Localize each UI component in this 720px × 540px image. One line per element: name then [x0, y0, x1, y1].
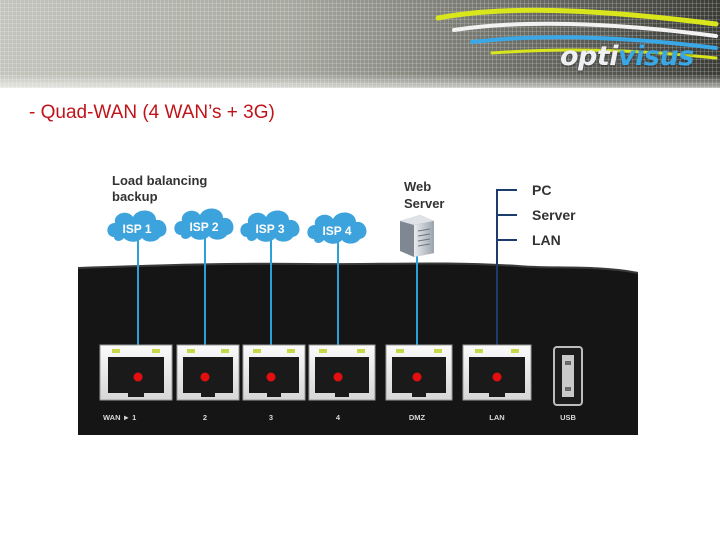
pc-label: PC: [532, 182, 551, 198]
cloud-icon: [174, 208, 234, 240]
isp4-cloud: ISP 4: [307, 212, 367, 244]
web-label: Web: [404, 179, 431, 194]
backup-label: backup: [112, 189, 158, 204]
router-top-edge: [78, 262, 638, 274]
logo-swooshes-icon: [435, 7, 719, 60]
wan2-port: [176, 344, 240, 401]
port2-label: 2: [203, 413, 207, 422]
logo-text-part2: visus: [618, 41, 694, 72]
lan-server-label: Server: [532, 207, 576, 223]
isp1-cloud: ISP 1: [107, 210, 167, 242]
usb-port: [553, 346, 583, 406]
lan-device-label: LAN: [532, 232, 561, 248]
isp3-cloud: ISP 3: [240, 210, 300, 242]
cloud-icon: [107, 210, 167, 242]
isp4-label: ISP 4: [322, 224, 351, 238]
usb-port-label: USB: [560, 413, 576, 422]
dmz-port: [385, 344, 453, 401]
cloud-icon: [240, 210, 300, 242]
banner-shade: [0, 74, 720, 88]
load-balancing-label: Load balancing: [112, 173, 207, 188]
isp3-label: ISP 3: [255, 222, 284, 236]
dmz-port-label: DMZ: [409, 413, 426, 422]
slide-bullet-text: - Quad-WAN (4 WAN’s + 3G): [29, 102, 275, 123]
wan1-port: [99, 344, 173, 401]
header-banner: optivisus: [0, 0, 720, 88]
port4-label: 4: [336, 413, 341, 422]
wan4-port: [308, 344, 376, 401]
server-label: Server: [404, 196, 444, 211]
port3-label: 3: [269, 413, 273, 422]
lan-port-label: LAN: [489, 413, 504, 422]
logo-text-part1: opti: [560, 41, 619, 72]
cloud-icon: [307, 212, 367, 244]
isp2-label: ISP 2: [189, 220, 218, 234]
lan-port: [462, 344, 532, 401]
web-server-icon: [400, 215, 434, 257]
optivisus-logo: optivisus: [560, 40, 694, 74]
wan-port-label: WAN ► 1: [103, 413, 136, 422]
wan3-port: [242, 344, 306, 401]
isp2-cloud: ISP 2: [174, 208, 234, 240]
isp1-label: ISP 1: [122, 222, 151, 236]
quad-wan-diagram: Load balancing backup ISP 1 ISP 2 ISP 3 …: [78, 173, 638, 435]
